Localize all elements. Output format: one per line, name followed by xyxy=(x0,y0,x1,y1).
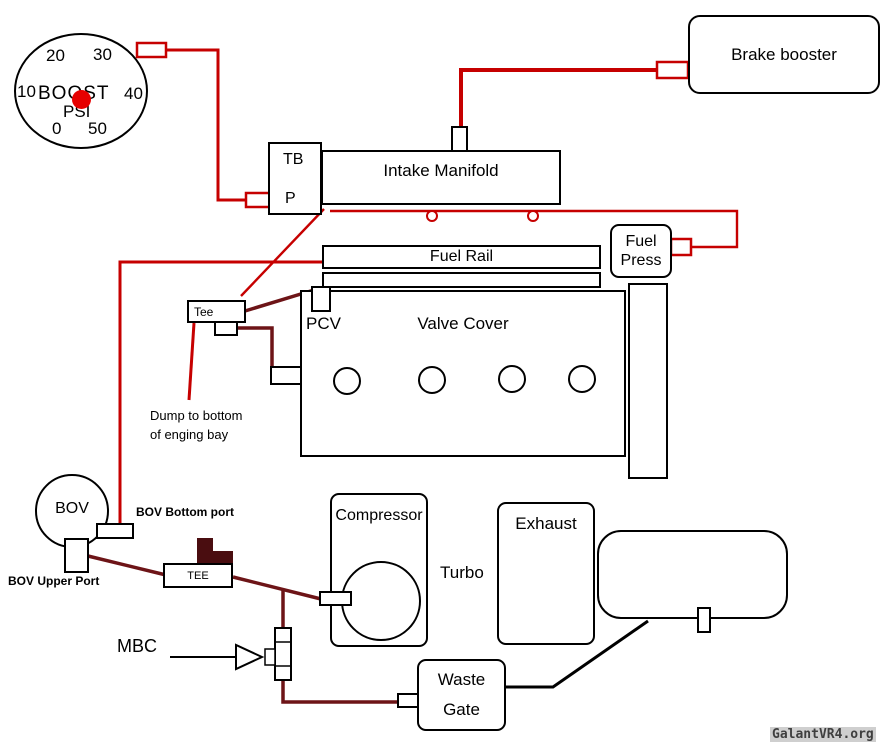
dump-annotation: Dump to bottom of enging bay xyxy=(150,406,243,444)
mbc-label: MBC xyxy=(117,636,157,656)
compressor-nipple xyxy=(319,591,352,606)
valve-cover-label: Valve Cover xyxy=(417,314,509,333)
gauge-tick-0: 0 xyxy=(52,119,62,138)
hose-tb-to-tee xyxy=(240,208,325,297)
manifold-hose-end-2 xyxy=(527,210,539,222)
head-side-box xyxy=(628,283,668,479)
bov-bottom-port-label: BOV Bottom port xyxy=(136,505,234,519)
gauge-needle-hub xyxy=(72,90,91,109)
compressor-inlet-circle xyxy=(341,561,421,641)
intake-manifold-box: Intake Manifold xyxy=(321,150,561,205)
tee-upper-box: Tee xyxy=(187,300,246,323)
waste-gate-box: Waste Gate xyxy=(417,659,506,731)
valve-cover-box: Valve Cover xyxy=(300,290,626,457)
hose-tee-dump xyxy=(187,322,196,401)
valve-cover-hole-2 xyxy=(418,366,446,394)
turbo-label: Turbo xyxy=(440,563,484,582)
hose-tee-to-valve-cover-nipple xyxy=(237,326,274,371)
exhaust-label: Exhaust xyxy=(515,514,577,533)
fuel-rail-label: Fuel Rail xyxy=(429,248,494,265)
pipe-wastegate-to-downpipe xyxy=(506,619,649,689)
tee-lower-box: TEE xyxy=(163,563,233,588)
bov-upper-port-label: BOV Upper Port xyxy=(8,574,100,588)
hose-tee-to-compressor xyxy=(232,575,322,601)
waste-gate-label-line2: Gate xyxy=(443,700,480,719)
tee-lower-stub xyxy=(214,320,238,336)
fuel-press-label-line1: Fuel xyxy=(625,232,657,250)
brake-booster-label: Brake booster xyxy=(731,44,837,64)
dump-annotation-line2: of enging bay xyxy=(150,427,229,442)
intake-manifold-label: Intake Manifold xyxy=(383,161,499,180)
fuel-press-box: Fuel Press xyxy=(610,224,672,278)
gauge-tick-20: 20 xyxy=(46,46,65,65)
mbc-device-tab xyxy=(264,648,276,666)
downpipe-nipple xyxy=(697,607,711,633)
gauge-connector xyxy=(135,41,168,59)
fuel-press-label-line2: Press xyxy=(620,252,662,269)
valve-cover-hole-4 xyxy=(568,365,596,393)
valve-cover-hole-3 xyxy=(498,365,526,393)
fuel-rail-box: Fuel Rail xyxy=(322,245,601,269)
gauge-tick-10: 10 xyxy=(17,82,36,101)
throttle-body-box: TB P xyxy=(268,142,322,215)
manifold-hose-end-1 xyxy=(426,210,438,222)
mbc-device-body xyxy=(274,627,292,681)
tee-fitting-shape xyxy=(197,538,233,564)
hose-gauge-to-throttle-body xyxy=(166,48,248,202)
throttle-body-port-label: P xyxy=(285,190,296,207)
mbc-arrow-head xyxy=(235,643,265,671)
pcv-nipple xyxy=(311,286,331,312)
waste-gate-label-line1: Waste xyxy=(437,670,486,689)
hose-bov-upper-to-tee xyxy=(87,554,167,577)
hose-brake-booster-to-manifold xyxy=(459,68,657,130)
valve-cover-hole-1 xyxy=(333,367,361,395)
brake-booster-box: Brake booster xyxy=(688,15,880,94)
exhaust-box: Exhaust xyxy=(497,502,595,645)
valve-cover-left-nipple xyxy=(270,366,302,385)
booster-connector xyxy=(655,60,690,80)
watermark: GalantVR4.org xyxy=(770,727,876,742)
gauge-tick-30: 30 xyxy=(93,45,112,64)
gauge-tick-50: 50 xyxy=(88,119,107,138)
dump-annotation-line1: Dump to bottom xyxy=(150,408,243,423)
bov-bottom-connector xyxy=(96,523,134,539)
compressor-box: Compressor xyxy=(330,493,428,647)
boost-gauge-face xyxy=(14,33,148,149)
hose-to-bov-bottom-port xyxy=(118,260,322,531)
compressor-label: Compressor xyxy=(335,507,423,524)
pcv-label: PCV xyxy=(306,314,341,333)
gauge-tick-40: 40 xyxy=(124,84,143,103)
tee-lower-label: TEE xyxy=(187,569,209,582)
tee-upper-label: Tee xyxy=(194,305,214,319)
fuel-rail-bar xyxy=(322,272,601,288)
fuel-press-connector xyxy=(669,237,693,257)
throttle-body-label: TB xyxy=(283,151,304,168)
bov-label: BOV xyxy=(55,500,89,517)
bov-upper-connector xyxy=(64,538,89,573)
hose-mbc-to-wastegate xyxy=(281,679,400,704)
tb-port-connector xyxy=(244,191,272,209)
downpipe-box xyxy=(597,530,788,619)
